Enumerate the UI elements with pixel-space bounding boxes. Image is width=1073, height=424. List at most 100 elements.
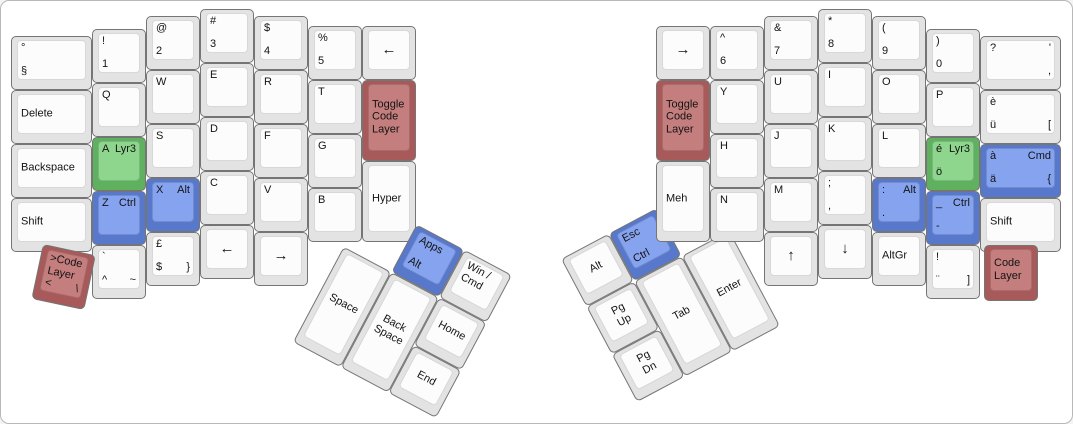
key-1[interactable]: !1 bbox=[92, 29, 146, 83]
key-pound-dollar[interactable]: £$} bbox=[146, 232, 200, 286]
key-meh[interactable]: Meh bbox=[656, 161, 710, 242]
key-meh-label-cl: Meh bbox=[666, 192, 688, 205]
key-1-top: !1 bbox=[98, 33, 140, 73]
key-y-top: Y bbox=[716, 84, 758, 124]
key-w[interactable]: W bbox=[146, 70, 200, 124]
key-h[interactable]: H bbox=[710, 134, 764, 188]
key-toggle-code-layer-left-top: Toggle Code Layer bbox=[368, 84, 410, 151]
key-b[interactable]: B bbox=[308, 188, 362, 242]
key-p[interactable]: P bbox=[926, 83, 980, 137]
key-delete[interactable]: Delete bbox=[11, 90, 92, 144]
key-code-layer-left-label-tl: >Code Layer bbox=[46, 251, 84, 283]
key-n[interactable]: N bbox=[710, 188, 764, 242]
key-colon-period-top: :Alt. bbox=[878, 182, 920, 222]
key-apostrophe-question[interactable]: ?', bbox=[980, 36, 1061, 90]
key-altgr[interactable]: AltGr bbox=[872, 232, 926, 286]
key-d-label-tl: D bbox=[210, 123, 218, 135]
key-colon-period[interactable]: :Alt. bbox=[872, 178, 926, 232]
key-degree-section-label-tl: ° bbox=[21, 42, 26, 54]
key-toggle-code-layer-left[interactable]: Toggle Code Layer bbox=[362, 80, 416, 161]
key-grave-caret-tilde[interactable]: `^~ bbox=[92, 245, 146, 299]
key-toggle-code-layer-right-top: Toggle Code Layer bbox=[662, 84, 704, 151]
key-5-label-bl: 5 bbox=[318, 55, 325, 68]
key-8-label-tl: * bbox=[828, 15, 833, 27]
key-9[interactable]: (9 bbox=[872, 16, 926, 70]
key-8[interactable]: *8 bbox=[818, 9, 872, 63]
key-e-acute-label-tr: Lyr3 bbox=[949, 143, 970, 155]
key-f[interactable]: F bbox=[254, 124, 308, 178]
key-o[interactable]: O bbox=[872, 70, 926, 124]
key-u-top: U bbox=[770, 74, 812, 114]
key-3[interactable]: #3 bbox=[200, 9, 254, 63]
key-6[interactable]: ^6 bbox=[710, 26, 764, 80]
key-degree-section-top: °§ bbox=[17, 40, 86, 80]
key-win-cmd-label-tl: Win / Cmd bbox=[458, 259, 493, 293]
key-nav-left[interactable]: ← bbox=[362, 26, 416, 80]
key-arrow-left[interactable]: ← bbox=[200, 225, 254, 279]
key-5[interactable]: %5 bbox=[308, 26, 362, 80]
key-code-layer-left[interactable]: >Code Layer<\ bbox=[31, 244, 96, 311]
key-g[interactable]: G bbox=[308, 134, 362, 188]
key-apps-label-bl: Alt bbox=[406, 254, 424, 272]
key-q-label-tl: Q bbox=[102, 89, 111, 101]
key-u[interactable]: U bbox=[764, 70, 818, 124]
key-c[interactable]: C bbox=[200, 171, 254, 225]
key-p-label-tl: P bbox=[936, 89, 944, 101]
key-e[interactable]: E bbox=[200, 63, 254, 117]
key-arrow-right-label-c: → bbox=[273, 247, 289, 265]
key-3-label-bl: 3 bbox=[210, 38, 217, 51]
key-delete-label-cl: Delete bbox=[21, 107, 53, 120]
key-underscore-hyphen[interactable]: _Ctrl- bbox=[926, 191, 980, 245]
key-hyper[interactable]: Hyper bbox=[362, 161, 416, 242]
key-d[interactable]: D bbox=[200, 117, 254, 171]
key-r[interactable]: R bbox=[254, 70, 308, 124]
key-l[interactable]: L bbox=[872, 124, 926, 178]
key-v[interactable]: V bbox=[254, 178, 308, 232]
key-7[interactable]: &7 bbox=[764, 16, 818, 70]
key-toggle-code-layer-right[interactable]: Toggle Code Layer bbox=[656, 80, 710, 161]
key-s-top: S bbox=[152, 128, 194, 168]
key-backspace[interactable]: Backspace bbox=[11, 144, 92, 198]
key-i[interactable]: I bbox=[818, 63, 872, 117]
key-f-top: F bbox=[260, 128, 302, 168]
key-nav-right[interactable]: → bbox=[656, 26, 710, 80]
key-j[interactable]: J bbox=[764, 124, 818, 178]
key-exclam-diaeresis[interactable]: !¨] bbox=[926, 245, 980, 299]
key-toggle-code-layer-right-label-cl: Toggle Code Layer bbox=[666, 98, 699, 136]
key-code-layer-right-label-cl: Code Layer bbox=[994, 257, 1022, 282]
key-arrow-right-top: → bbox=[260, 236, 302, 276]
key-q[interactable]: Q bbox=[92, 83, 146, 137]
key-apostrophe-question-top: ?', bbox=[986, 40, 1055, 80]
key-degree-section[interactable]: °§ bbox=[11, 36, 92, 90]
key-g-top: G bbox=[314, 138, 356, 178]
key-backspace-label-cl: Backspace bbox=[21, 161, 75, 174]
key-toggle-code-layer-left-label-cl: Toggle Code Layer bbox=[372, 98, 405, 136]
key-arrow-right[interactable]: → bbox=[254, 232, 308, 286]
key-left-shift[interactable]: Shift bbox=[11, 198, 92, 252]
key-arrow-down[interactable]: ↓ bbox=[818, 225, 872, 279]
key-enter-label-c: Enter bbox=[714, 276, 744, 300]
key-t[interactable]: T bbox=[308, 80, 362, 134]
key-2[interactable]: @2 bbox=[146, 16, 200, 70]
key-y[interactable]: Y bbox=[710, 80, 764, 134]
key-arrow-up[interactable]: ↑ bbox=[764, 232, 818, 286]
key-hyper-top: Hyper bbox=[368, 165, 410, 232]
key-s[interactable]: S bbox=[146, 124, 200, 178]
key-s-label-tl: S bbox=[156, 130, 164, 142]
key-right-shift[interactable]: Shift bbox=[980, 198, 1061, 252]
key-u-label-tl: U bbox=[774, 76, 782, 88]
key-code-layer-right[interactable]: Code Layer bbox=[984, 245, 1038, 301]
key-1-label-tl: ! bbox=[102, 35, 106, 47]
key-m[interactable]: M bbox=[764, 178, 818, 232]
key-semicolon-comma[interactable]: ;, bbox=[818, 171, 872, 225]
key-left-shift-top: Shift bbox=[17, 202, 86, 242]
key-0[interactable]: )0 bbox=[926, 29, 980, 83]
key-4[interactable]: $4 bbox=[254, 16, 308, 70]
key-k[interactable]: K bbox=[818, 117, 872, 171]
